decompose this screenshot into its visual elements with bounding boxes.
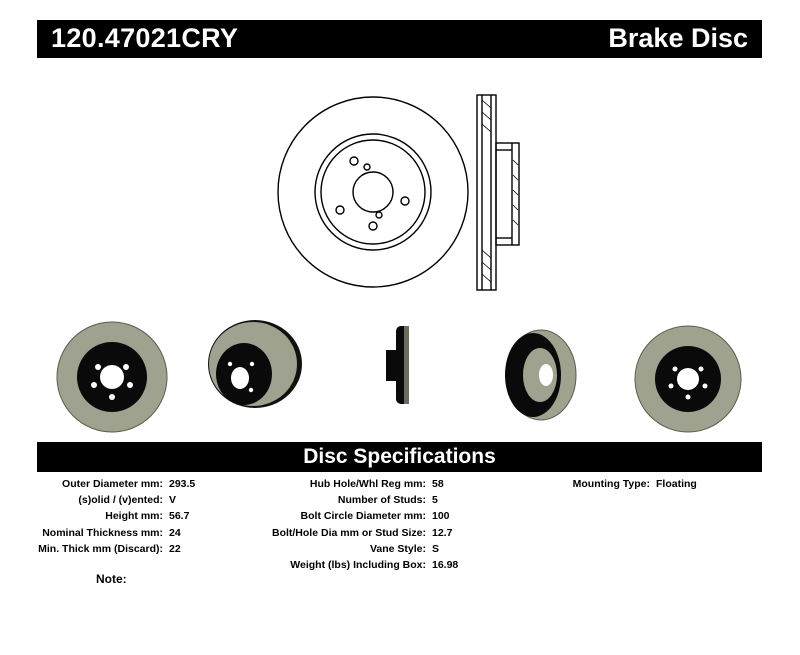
specs-column-1: Outer Diameter mm: 293.5 (s)olid / (v)ent… [0, 476, 195, 557]
spec-value: 12.7 [432, 526, 453, 539]
spec-row: Bolt Circle Diameter mm: 100 [0, 508, 450, 524]
specs-title: Disc Specifications [303, 445, 496, 468]
spec-value: V [169, 494, 177, 507]
spec-value: 16.98 [432, 558, 459, 571]
spec-row: (s)olid / (v)ented: V [0, 492, 176, 508]
spec-label: Vane Style: [369, 542, 426, 555]
spec-label: Bolt Circle Diameter mm: [300, 510, 426, 523]
spec-value: 58 [432, 478, 444, 490]
rotor-front-view-drawing [277, 96, 469, 288]
spec-row: Hub Hole/Whl Reg mm: 58 [0, 476, 444, 492]
rotor-drawings [56, 94, 742, 433]
spec-value: Floating [656, 478, 697, 490]
spec-value: 56.7 [169, 510, 190, 523]
spec-value: S [432, 542, 440, 555]
spec-row: Weight (lbs) Including Box: 16.98 [0, 557, 458, 573]
spec-value: 24 [169, 526, 181, 539]
spec-label: Weight (lbs) Including Box: [290, 558, 426, 571]
rotor-photo-angled-left [208, 320, 302, 408]
header-banner: 120.47021CRY Brake Disc [37, 20, 762, 58]
spec-row: Mounting Type: Floating [0, 476, 697, 492]
spec-row: Bolt/Hole Dia mm or Stud Size: 12.7 [0, 525, 452, 541]
spec-row: Outer Diameter mm: 293.5 [0, 476, 195, 492]
specs-column-2: Hub Hole/Whl Reg mm: 58 Number of Studs: 5… [0, 476, 458, 573]
spec-label: Min. Thick mm (Discard): [38, 542, 163, 555]
rotor-section-view-drawing [476, 94, 520, 291]
specs-banner: Disc Specifications [37, 442, 762, 472]
spec-label: Mounting Type: [572, 478, 650, 490]
spec-label: Height mm: [105, 510, 163, 523]
spec-label: Bolt/Hole Dia mm or Stud Size: [271, 526, 426, 539]
spec-label: (s)olid / (v)ented: [78, 494, 163, 507]
part-number: 120.47021CRY [51, 23, 239, 53]
note-label: Note: [96, 572, 127, 586]
spec-row: Number of Studs: 5 [0, 492, 438, 508]
spec-label: Hub Hole/Whl Reg mm: [309, 478, 426, 490]
specs-column-3: Mounting Type: Floating [0, 476, 697, 492]
rotor-photo-front [56, 321, 168, 433]
spec-label: Outer Diameter mm: [62, 478, 163, 490]
spec-value: 22 [169, 542, 181, 555]
spec-value: 293.5 [169, 478, 196, 490]
spec-row: Min. Thick mm (Discard): 22 [0, 541, 181, 557]
spec-value: 100 [432, 510, 450, 523]
rotor-photo-edge [386, 326, 409, 404]
spec-label: Nominal Thickness mm: [42, 526, 163, 539]
rotor-photo-angled-right [505, 329, 577, 421]
rotor-photo-back [634, 325, 742, 433]
spec-value: 5 [432, 494, 438, 507]
product-type: Brake Disc [608, 23, 748, 53]
spec-row: Nominal Thickness mm: 24 [0, 525, 180, 541]
spec-label: Number of Studs: [337, 494, 426, 507]
spec-row: Height mm: 56.7 [0, 508, 189, 524]
spec-row: Vane Style: S [0, 541, 439, 557]
